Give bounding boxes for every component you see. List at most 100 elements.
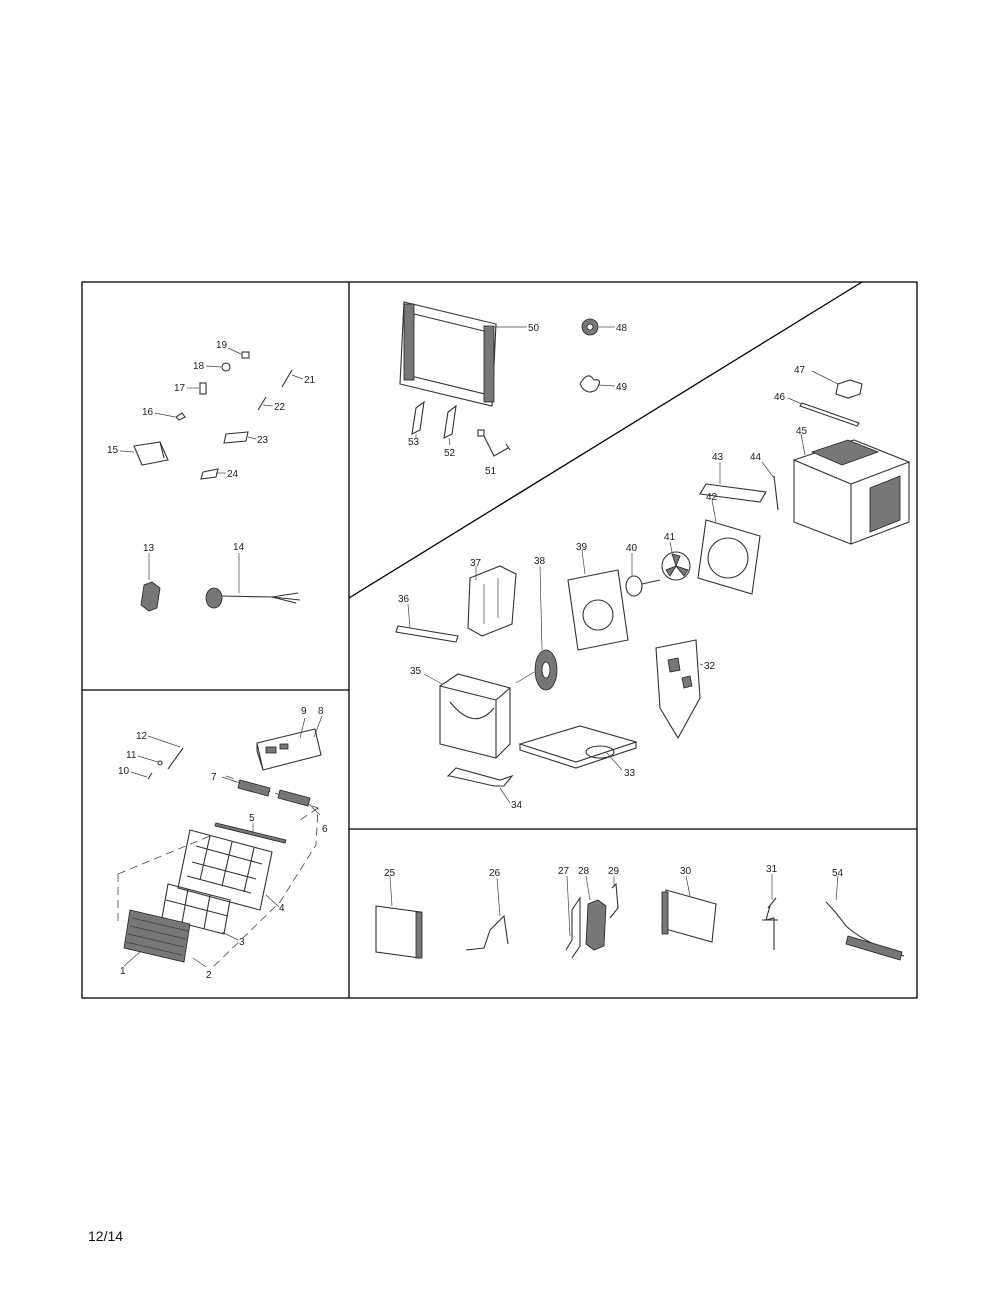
part-51: [477, 429, 485, 437]
callout-26: 26: [489, 868, 501, 879]
callout-32: 32: [704, 661, 716, 672]
part-14-plug: [205, 587, 223, 609]
callout-48: 48: [616, 323, 628, 334]
frame-diagonal-divider: [348, 281, 863, 599]
part-22: [257, 396, 267, 411]
part-11: [157, 760, 163, 766]
part-8-control-box: [256, 728, 322, 771]
callout-42: 42: [706, 492, 718, 503]
frame-outer: [81, 281, 918, 999]
callout-31: 31: [766, 864, 778, 875]
callout-50: 50: [528, 323, 540, 334]
page-number: 12/14: [88, 1228, 124, 1244]
callout-17: 17: [174, 383, 186, 394]
part-3-filter: [161, 883, 231, 935]
part-47: [835, 379, 863, 399]
callout-33: 33: [624, 768, 636, 779]
panel-bottom-left: 12 11 10 9 8 7 6 5 4 3: [117, 706, 328, 981]
callout-3: 3: [239, 937, 245, 948]
part-17: [199, 382, 207, 395]
part-24: [200, 468, 219, 480]
part-25-evaporator: [375, 905, 421, 959]
callout-30: 30: [680, 866, 692, 877]
part-34: [446, 767, 514, 787]
panel-bottom-right: 25 26 27 28 29 30 31 54: [375, 864, 905, 961]
part-52: [443, 404, 457, 439]
callout-46: 46: [774, 392, 786, 403]
part-28: [585, 899, 607, 951]
part-32: [655, 639, 701, 740]
part-49: [579, 375, 601, 393]
callout-22: 22: [274, 402, 286, 413]
part-10: [147, 772, 153, 780]
callout-8: 8: [318, 706, 324, 717]
part-31: [762, 897, 778, 950]
callout-1: 1: [120, 966, 126, 977]
part-44: [773, 475, 779, 511]
part-41-fan: [661, 551, 691, 581]
part-21: [281, 369, 293, 388]
callout-25: 25: [384, 868, 396, 879]
part-13: [140, 581, 161, 612]
callout-2: 2: [206, 970, 212, 981]
callout-24: 24: [227, 469, 239, 480]
part-29: [609, 882, 619, 919]
part-30-condenser: [661, 889, 717, 943]
callout-7: 7: [211, 772, 217, 783]
callout-29: 29: [608, 866, 620, 877]
callout-53: 53: [408, 437, 420, 448]
callout-47: 47: [794, 365, 806, 376]
part-19: [241, 351, 250, 359]
callout-39: 39: [576, 542, 588, 553]
panel-frames: [81, 281, 918, 999]
part-1-grille: [123, 909, 191, 963]
callout-11: 11: [126, 750, 137, 761]
part-33-base: [518, 725, 638, 769]
callout-5: 5: [249, 813, 255, 824]
assembly-outline: [117, 775, 319, 971]
callout-51: 51: [485, 466, 497, 477]
callout-41: 41: [664, 532, 676, 543]
callout-27: 27: [558, 866, 570, 877]
part-16: [175, 412, 186, 421]
callout-19: 19: [216, 340, 228, 351]
callout-13: 13: [143, 543, 155, 554]
part-27: [565, 896, 581, 959]
panel-top-right-lower: 47 46 45 44 43 42 41 40: [395, 365, 911, 811]
callout-16: 16: [142, 407, 154, 418]
callout-45: 45: [796, 426, 808, 437]
part-46: [799, 402, 860, 427]
panel-top-left: 19 18 17 16 21 22 15 23 24 13: [107, 340, 316, 612]
callout-18: 18: [193, 361, 205, 372]
callout-37: 37: [470, 558, 482, 569]
part-6: [277, 789, 311, 807]
callout-21: 21: [304, 375, 316, 386]
part-50-window-frame: [399, 301, 497, 407]
callout-10: 10: [118, 766, 130, 777]
callout-35: 35: [410, 666, 422, 677]
part-7: [237, 779, 271, 797]
callout-36: 36: [398, 594, 410, 605]
part-12: [167, 747, 184, 770]
callout-44: 44: [750, 452, 762, 463]
part-14-cord: [221, 592, 301, 604]
callout-49: 49: [616, 382, 628, 393]
callout-38: 38: [534, 556, 546, 567]
callout-23: 23: [257, 435, 269, 446]
part-53: [411, 400, 425, 435]
part-37: [467, 565, 517, 637]
callout-15: 15: [107, 445, 119, 456]
callout-54: 54: [832, 868, 844, 879]
part-18: [221, 362, 231, 372]
part-23: [223, 431, 249, 444]
callout-4: 4: [279, 903, 285, 914]
part-35-partition: [439, 673, 512, 759]
callout-14: 14: [233, 542, 245, 553]
callout-43: 43: [712, 452, 724, 463]
part-4-front-panel: [177, 829, 273, 911]
callout-9: 9: [301, 706, 307, 717]
part-39-housing: [567, 569, 629, 651]
callout-28: 28: [578, 866, 590, 877]
callout-40: 40: [626, 543, 638, 554]
part-43: [699, 483, 767, 503]
